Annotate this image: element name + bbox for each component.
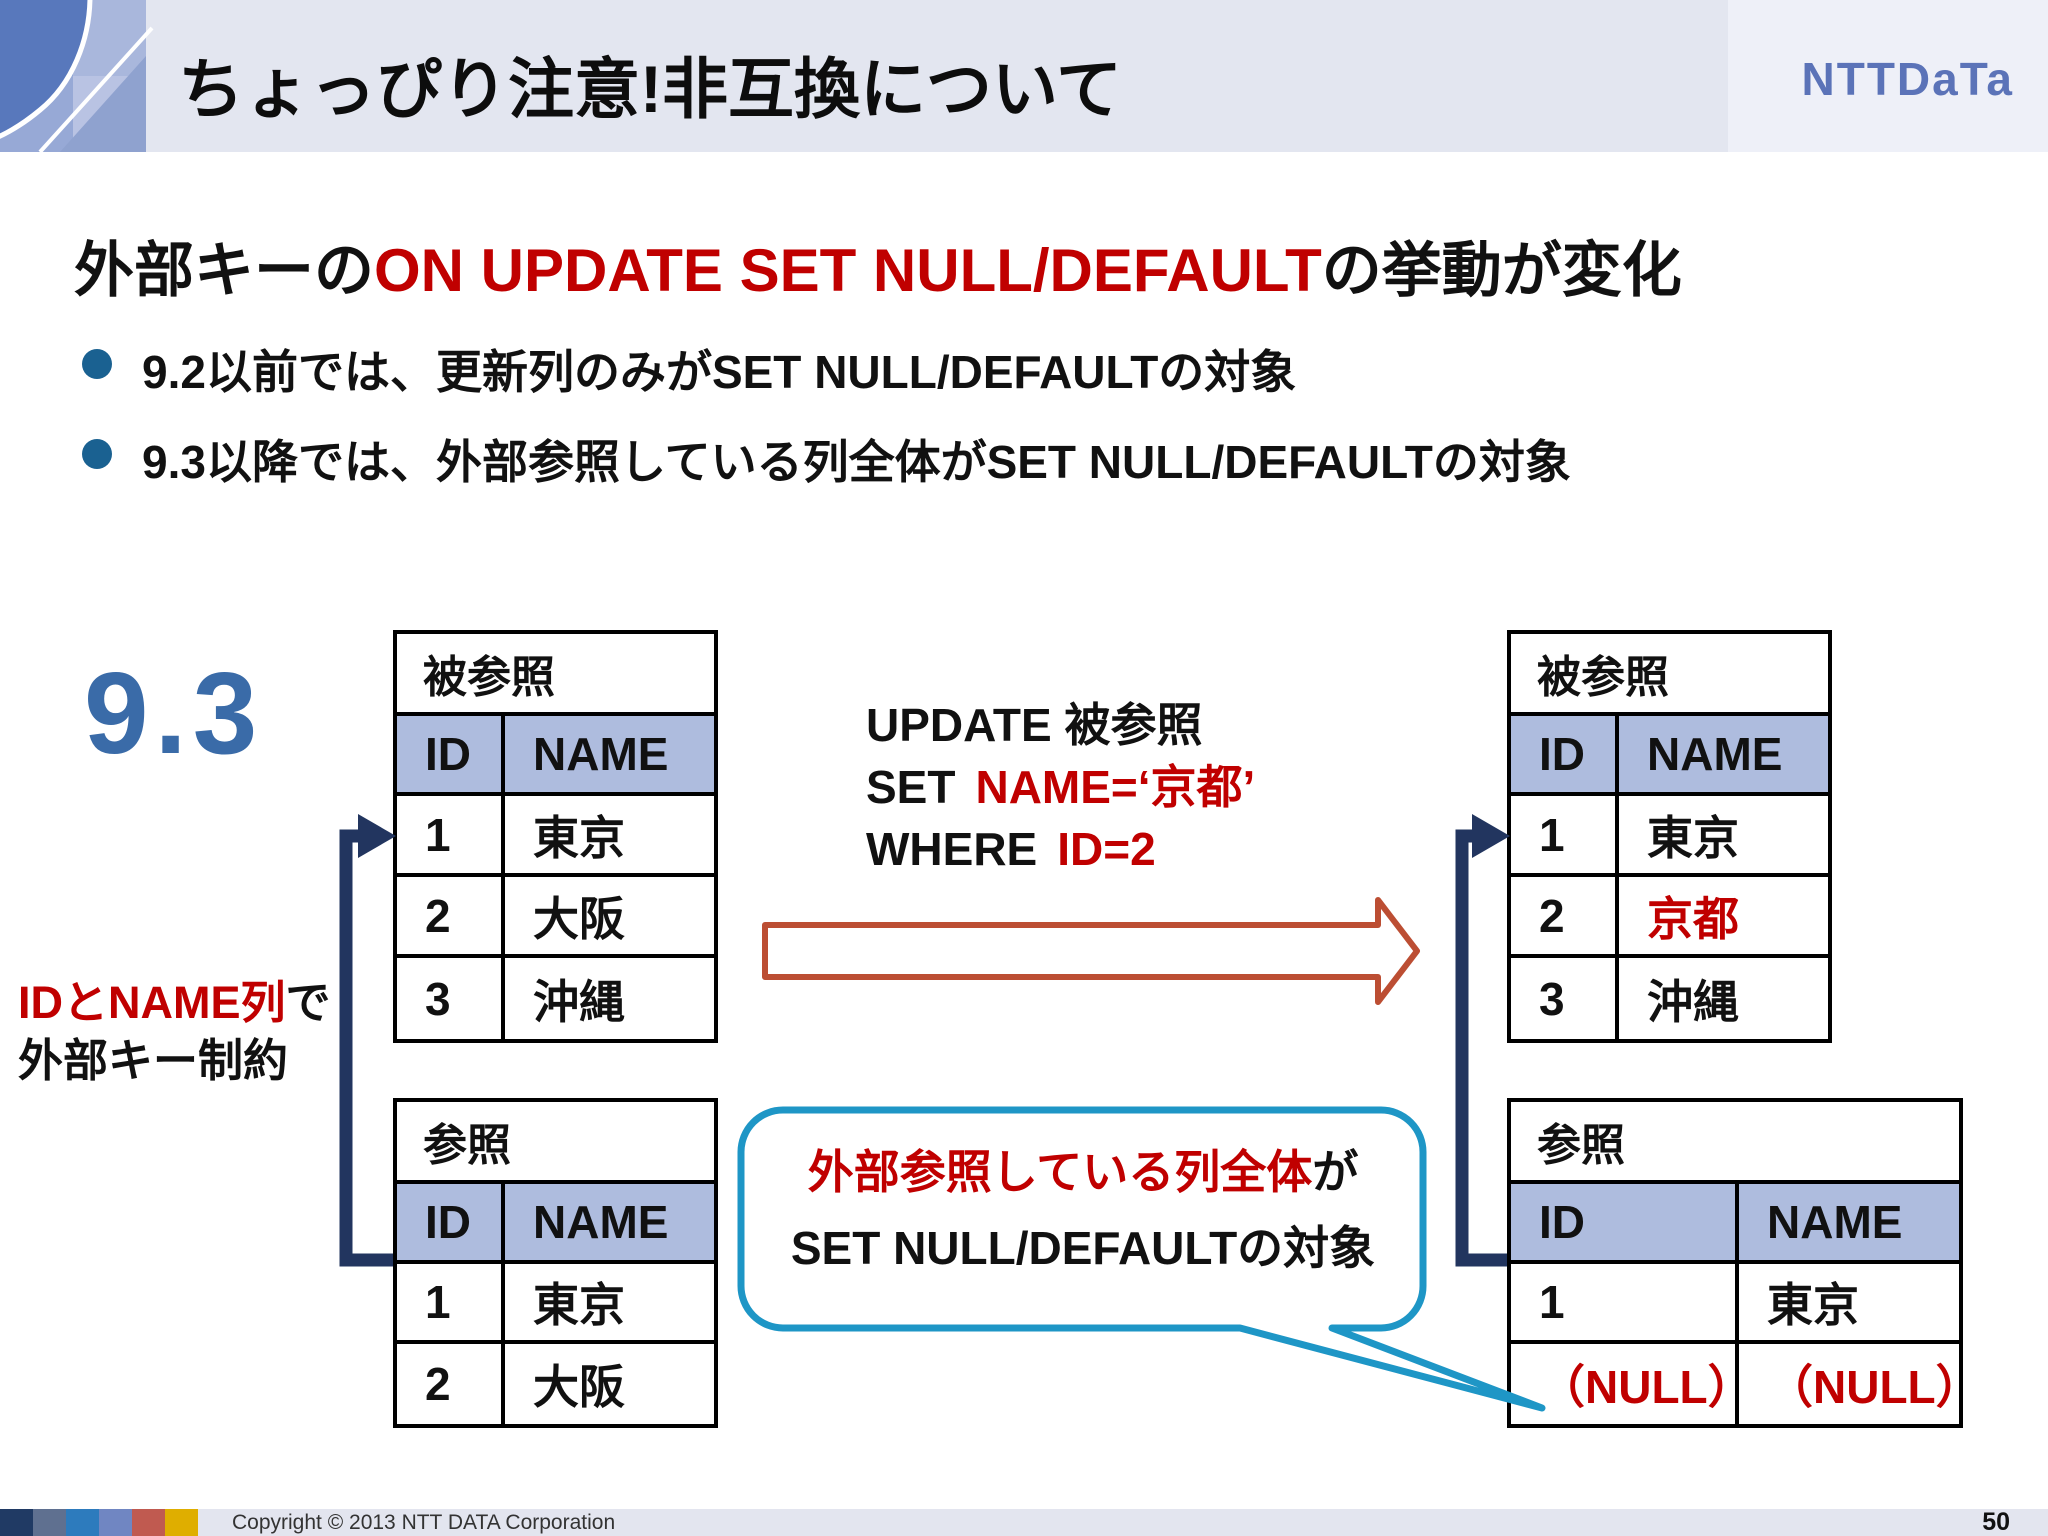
header-cell-name: NAME xyxy=(533,1196,669,1248)
sql-line-2: SET NAME=‘京都’ xyxy=(866,756,1255,818)
ntt-data-logo: NTTDaTa xyxy=(1801,53,2014,105)
table-row: 3 沖縄 xyxy=(397,958,714,1039)
bullet-icon xyxy=(82,439,112,469)
header-cell-id: ID xyxy=(1511,1184,1739,1260)
cell-id: 1 xyxy=(1511,796,1619,873)
heading-post: の挙動が変化 xyxy=(1321,237,1682,304)
header-cell-id: ID xyxy=(397,1184,505,1260)
table-row: 2 大阪 xyxy=(397,877,714,958)
table-row: 1 東京 xyxy=(1511,796,1828,877)
bullet-item-1: 9.2以前では、更新列のみがSET NULL/DEFAULTの対象 xyxy=(82,336,1296,402)
footer-square-icon xyxy=(99,1509,132,1536)
sql-set-value: NAME=‘京都’ xyxy=(975,761,1256,813)
cell-id: 3 xyxy=(397,958,505,1039)
cell-id: 1 xyxy=(397,796,505,873)
table-title: 被参照 xyxy=(1511,634,1828,716)
fk-label-columns: IDとNAME列 xyxy=(18,977,286,1028)
slide-corner-decoration-icon xyxy=(0,0,154,152)
section-heading: 外部キーのON UPDATE SET NULL/DEFAULTの挙動が変化 xyxy=(74,222,1682,309)
sql-line-3: WHERE ID=2 xyxy=(866,818,1255,880)
footer-square-icon xyxy=(165,1509,198,1536)
header-bar: ちょっぴり注意!非互換について NTTDaTa xyxy=(0,0,2048,152)
cell-name: 東京 xyxy=(533,1279,625,1331)
fk-label-particle: で xyxy=(285,977,331,1028)
bullet-item-2: 9.3以降では、外部参照している列全体がSET NULL/DEFAULTの対象 xyxy=(82,426,1571,492)
table-row: 2 京都 xyxy=(1511,877,1828,958)
table-row: 2 大阪 xyxy=(397,1344,714,1424)
fk-connector-right xyxy=(1455,829,1507,1267)
header-cell-id: ID xyxy=(397,716,505,792)
footer-square-icon xyxy=(0,1509,33,1536)
table-row: 3 沖縄 xyxy=(1511,958,1828,1039)
footer-color-squares xyxy=(0,1509,198,1536)
fk-connector-left xyxy=(339,829,393,1267)
cell-name: 東京 xyxy=(1647,811,1739,864)
table-header-row: ID NAME xyxy=(1511,716,1828,796)
table-title: 被参照 xyxy=(397,634,714,716)
table-row: 1 東京 xyxy=(1511,1264,1959,1344)
cell-id: 1 xyxy=(1511,1264,1739,1340)
fk-constraint-label: IDとNAME列で 外部キー制約 xyxy=(18,974,331,1090)
header-cell-name: NAME xyxy=(533,728,669,780)
cell-id: 2 xyxy=(397,1344,505,1424)
header-cell-name: NAME xyxy=(1647,728,1783,780)
bubble-particle: が xyxy=(1312,1146,1359,1198)
cell-name: 大阪 xyxy=(533,892,625,945)
table-row-nulled: （NULL） （NULL） xyxy=(1511,1344,1982,1424)
footer-square-icon xyxy=(66,1509,99,1536)
sql-keyword-where: WHERE xyxy=(866,823,1038,875)
slide-title: ちょっぴり注意!非互換について xyxy=(178,52,1122,126)
cell-id-null: （NULL） xyxy=(1511,1344,1754,1424)
table-row: 1 東京 xyxy=(397,796,714,877)
sql-where-value: ID=2 xyxy=(1057,823,1156,875)
sql-line-1: UPDATE 被参照 xyxy=(866,699,1203,751)
table-referenced-after: 被参照 ID NAME 1 東京 2 京都 3 沖縄 xyxy=(1507,630,1832,1043)
copyright-text: Copyright © 2013 NTT DATA Corporation xyxy=(232,1511,616,1534)
fk-label-line2: 外部キー制約 xyxy=(18,1035,289,1086)
cell-id: 2 xyxy=(1511,877,1619,954)
bullet-text: 9.3以降では、外部参照している列全体がSET NULL/DEFAULTの対象 xyxy=(142,436,1571,488)
table-header-row: ID NAME xyxy=(1511,1184,1959,1264)
table-title: 参照 xyxy=(1511,1102,1959,1184)
cell-id: 3 xyxy=(1511,958,1619,1039)
cell-name: 東京 xyxy=(533,811,625,864)
sql-statement: UPDATE 被参照 SET NAME=‘京都’ WHERE ID=2 xyxy=(866,694,1255,880)
table-referencing-after: 参照 ID NAME 1 東京 （NULL） （NULL） xyxy=(1507,1098,1982,1428)
table-title: 参照 xyxy=(397,1102,714,1184)
cell-name-null: （NULL） xyxy=(1767,1361,1982,1413)
heading-highlight: ON UPDATE SET NULL/DEFAULT xyxy=(374,237,1322,304)
sql-keyword-set: SET xyxy=(866,761,956,813)
bullet-icon xyxy=(82,349,112,379)
table-header-row: ID NAME xyxy=(397,1184,714,1264)
cell-name: 沖縄 xyxy=(533,975,625,1028)
cell-name: 沖縄 xyxy=(1647,975,1739,1028)
transform-arrow-icon xyxy=(762,897,1420,1005)
bullet-text: 9.2以前では、更新列のみがSET NULL/DEFAULTの対象 xyxy=(142,346,1297,398)
speech-bubble: 外部参照している列全体が SET NULL/DEFAULTの対象 xyxy=(741,1134,1425,1286)
fk-connector-right-arrowhead-icon xyxy=(1472,814,1510,858)
header-cell-id: ID xyxy=(1511,716,1619,792)
cell-name: 東京 xyxy=(1767,1279,1859,1331)
cell-name: 大阪 xyxy=(533,1361,625,1413)
page-number: 50 xyxy=(1982,1508,2010,1536)
fk-connector-left-arrowhead-icon xyxy=(358,814,396,858)
footer-bar: Copyright © 2013 NTT DATA Corporation 50 xyxy=(0,1509,2048,1536)
table-header-row: ID NAME xyxy=(397,716,714,796)
header-cell-name: NAME xyxy=(1767,1196,1903,1248)
table-referencing-before: 参照 ID NAME 1 東京 2 大阪 xyxy=(393,1098,718,1428)
cell-id: 1 xyxy=(397,1264,505,1340)
footer-square-icon xyxy=(132,1509,165,1536)
footer-square-icon xyxy=(33,1509,66,1536)
version-label: 9.3 xyxy=(84,648,264,778)
heading-pre: 外部キーの xyxy=(74,237,374,304)
bubble-line-1: 外部参照している列全体が xyxy=(741,1134,1425,1210)
logo-panel xyxy=(1728,0,2048,152)
bubble-emphasis: 外部参照している列全体 xyxy=(807,1146,1313,1198)
table-referenced-before: 被参照 ID NAME 1 東京 2 大阪 3 沖縄 xyxy=(393,630,718,1043)
bubble-line-2: SET NULL/DEFAULTの対象 xyxy=(790,1222,1376,1274)
table-row: 1 東京 xyxy=(397,1264,714,1344)
cell-id: 2 xyxy=(397,877,505,954)
cell-name-changed: 京都 xyxy=(1647,892,1739,945)
